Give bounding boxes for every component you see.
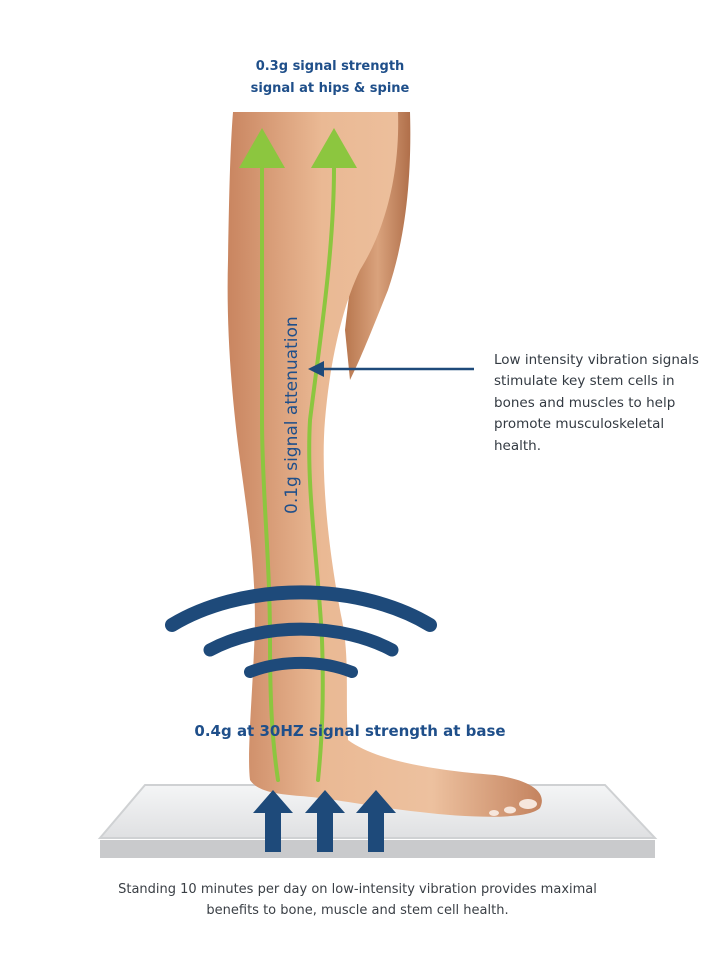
caption: Standing 10 minutes per day on low-inten… [40, 879, 675, 921]
side-note: Low intensity vibration signals stimulat… [494, 350, 699, 457]
attenuation-label: 0.1g signal attenuation [282, 316, 302, 514]
upward-arrows-icon [253, 790, 396, 852]
caption-line1: Standing 10 minutes per day on low-inten… [40, 879, 675, 900]
top-label-line1: 0.3g signal strength [160, 56, 500, 78]
top-label-line2: signal at hips & spine [160, 78, 500, 100]
caption-line2: benefits to bone, muscle and stem cell h… [40, 900, 675, 921]
top-signal-label: 0.3g signal strength signal at hips & sp… [160, 56, 500, 100]
attenuation-pointer [308, 361, 474, 377]
base-signal-label: 0.4g at 30HZ signal strength at base [120, 720, 580, 742]
